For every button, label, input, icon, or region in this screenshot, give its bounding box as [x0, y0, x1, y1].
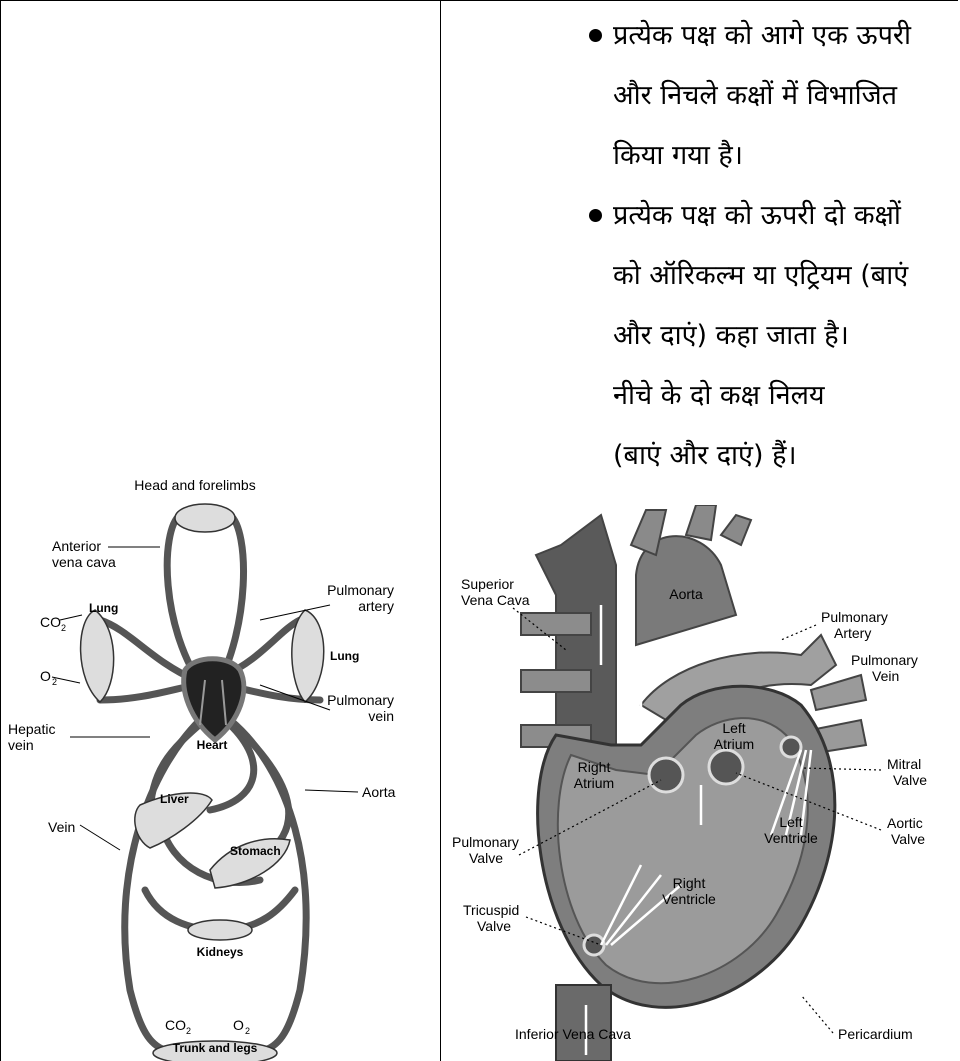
label-pulmonary-valve: Pulmonary — [452, 834, 519, 850]
label-co2-bottom-sub: 2 — [186, 1026, 191, 1036]
label-hepatic-vein: vein — [8, 737, 34, 753]
label-pulmonary-vein: Pulmonary — [851, 652, 918, 668]
bullet-dot-icon — [589, 29, 602, 42]
head-tissue — [175, 504, 235, 532]
label-left-atrium: Atrium — [714, 736, 754, 752]
heart-diagram: Superior Vena Cava Aorta Pulmonary Arter… — [441, 505, 960, 1061]
bullet-continuation: और निचले कक्षों में विभाजित — [589, 66, 960, 126]
label-co2-bottom: CO — [165, 1017, 186, 1033]
label-o2-bottom-sub: 2 — [245, 1026, 250, 1036]
right-column: प्रत्येक पक्ष को आगे एक ऊपरी और निचले कक… — [441, 0, 960, 1061]
label-anterior-vena-cava: vena cava — [52, 554, 116, 570]
label-aorta: Aorta — [669, 586, 703, 602]
label-tricuspid-valve: Valve — [477, 918, 511, 934]
label-right-atrium: Atrium — [574, 775, 614, 791]
label-liver: Liver — [160, 792, 189, 806]
bullet-dot-icon — [589, 209, 602, 222]
extra-line: (बाएं और दाएं) हैं। — [589, 426, 960, 486]
bullet-continuation: किया गया है। — [589, 126, 960, 186]
label-mitral-valve: Valve — [893, 772, 927, 788]
label-vein: Vein — [48, 819, 75, 835]
lung-right-shape — [292, 610, 324, 702]
aortic-valve-shape — [709, 750, 743, 784]
label-o2-top-sub: 2 — [52, 677, 57, 687]
extra-text: नीचे के दो कक्ष निलय — [613, 366, 825, 426]
bullet-continuation: और दाएं) कहा जाता है। — [589, 306, 960, 366]
label-pulmonary-artery: artery — [358, 598, 394, 614]
label-aorta: Aorta — [362, 784, 396, 800]
label-superior-vena-cava: Vena Cava — [461, 592, 530, 608]
label-right-atrium: Right — [578, 759, 611, 775]
label-pulmonary-artery: Pulmonary — [327, 582, 394, 598]
label-aortic-valve: Valve — [891, 831, 925, 847]
label-lung-right: Lung — [330, 649, 359, 663]
label-heart: Heart — [197, 738, 228, 752]
bullet-list: प्रत्येक पक्ष को आगे एक ऊपरी और निचले कक… — [589, 6, 960, 486]
label-pulmonary-artery: Artery — [834, 625, 871, 641]
circulation-diagram: Head and forelimbs Anterior vena cava Pu… — [0, 470, 440, 1061]
label-head: Head and forelimbs — [134, 477, 255, 493]
extra-line: नीचे के दो कक्ष निलय — [589, 366, 960, 426]
bullet-text: प्रत्येक पक्ष को ऊपरी दो कक्षों — [613, 186, 901, 246]
label-lung-left: Lung — [89, 601, 118, 615]
bullet-item: प्रत्येक पक्ष को आगे एक ऊपरी — [589, 6, 960, 66]
label-aortic-valve: Aortic — [887, 815, 923, 831]
label-mitral-valve: Mitral — [887, 756, 921, 772]
label-co2-top: CO — [40, 614, 61, 630]
pulmonary-valve-shape — [649, 758, 683, 792]
bullet-item: प्रत्येक पक्ष को ऊपरी दो कक्षों — [589, 186, 960, 246]
label-superior-vena-cava: Superior — [461, 576, 514, 592]
extra-text: (बाएं और दाएं) हैं। — [613, 426, 797, 486]
label-o2-top: O — [40, 668, 51, 684]
label-stomach: Stomach — [230, 844, 281, 858]
label-pulmonary-artery: Pulmonary — [821, 609, 888, 625]
label-pulmonary-valve: Valve — [469, 850, 503, 866]
label-pulmonary-vein: Vein — [872, 668, 899, 684]
label-pulmonary-vein: vein — [368, 708, 394, 724]
label-o2-bottom: O — [233, 1017, 244, 1033]
label-co2-top-sub: 2 — [61, 623, 66, 633]
label-right-ventricle: Ventricle — [662, 891, 716, 907]
bullet-text: और निचले कक्षों में विभाजित — [613, 66, 897, 126]
label-inferior-vena-cava: Inferior Vena Cava — [515, 1026, 631, 1042]
bullet-text: प्रत्येक पक्ष को आगे एक ऊपरी — [613, 6, 911, 66]
label-tricuspid-valve: Tricuspid — [463, 902, 519, 918]
label-kidneys: Kidneys — [197, 945, 244, 959]
label-left-atrium: Left — [722, 720, 745, 736]
bullet-text: किया गया है। — [613, 126, 743, 186]
label-hepatic-vein: Hepatic — [8, 721, 55, 737]
bullet-continuation: को ऑरिकल्म या एट्रियम (बाएं — [589, 246, 960, 306]
label-pericardium: Pericardium — [838, 1026, 913, 1042]
kidney-tissue — [188, 920, 252, 940]
bullet-text: और दाएं) कहा जाता है। — [613, 306, 849, 366]
bullet-text: को ऑरिकल्म या एट्रियम (बाएं — [613, 246, 908, 306]
label-right-ventricle: Right — [673, 875, 706, 891]
label-left-ventricle: Left — [779, 814, 802, 830]
label-left-ventricle: Ventricle — [764, 830, 818, 846]
label-trunk: Trunk and legs — [173, 1041, 258, 1055]
label-anterior-vena-cava: Anterior — [52, 538, 101, 554]
label-pulmonary-vein: Pulmonary — [327, 692, 394, 708]
